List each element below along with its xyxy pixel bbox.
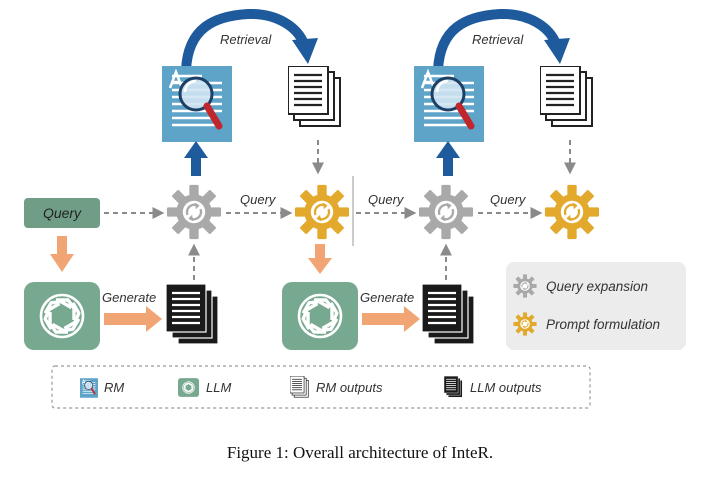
up-arrow-right xyxy=(436,141,460,176)
query-expansion-gear-1 xyxy=(166,184,222,240)
rm-icon-right xyxy=(414,66,484,142)
generate-arrow-right xyxy=(362,306,420,332)
prompt-formulation-legend-label: Prompt formulation xyxy=(546,317,660,332)
rm-outputs-icon-left xyxy=(288,66,342,128)
figure-caption: Figure 1: Overall architecture of InteR. xyxy=(227,443,493,462)
query-box xyxy=(24,198,100,228)
rm-outputs-icon-right xyxy=(540,66,594,128)
bottom-legend-box xyxy=(51,365,591,409)
generate-arrow-left xyxy=(104,306,162,332)
llm-outputs-icon-left xyxy=(166,284,220,346)
retrieval-label-right: Retrieval xyxy=(472,32,524,47)
llm-outputs-icon-right xyxy=(422,284,476,346)
query-edge-label-3: Query xyxy=(490,192,527,207)
retrieval-arc-right xyxy=(433,8,570,75)
prompt-formulation-gear-1 xyxy=(294,184,350,240)
query-box-label: Query xyxy=(43,205,82,221)
legend-llm-label: LLM xyxy=(206,380,231,395)
query-expansion-legend-label: Query expansion xyxy=(546,279,648,294)
legend-llm-outputs-label: LLM outputs xyxy=(470,380,542,395)
orange-down-arrow-right xyxy=(308,244,332,274)
generate-label-right: Generate xyxy=(360,290,414,305)
legend-llm-icon xyxy=(178,378,199,397)
query-expansion-legend-icon xyxy=(513,274,537,298)
generate-label-left: Generate xyxy=(102,290,156,305)
query-edge-label-1: Query xyxy=(240,192,277,207)
llm-icon-left xyxy=(24,282,100,350)
gear-legend-box xyxy=(506,262,686,350)
query-edge-label-2: Query xyxy=(368,192,405,207)
rm-icon-left xyxy=(162,66,232,142)
legend-rm-icon xyxy=(80,378,98,398)
legend-rm-label: RM xyxy=(104,380,124,395)
legend-llm-outputs-icon xyxy=(444,376,463,398)
prompt-formulation-legend-icon xyxy=(513,312,537,336)
retrieval-label-left: Retrieval xyxy=(220,32,272,47)
orange-down-arrow-left xyxy=(50,236,74,272)
retrieval-arc-left xyxy=(181,8,318,75)
llm-icon-right xyxy=(282,282,358,350)
query-expansion-gear-2 xyxy=(418,184,474,240)
legend-rm-outputs-label: RM outputs xyxy=(316,380,383,395)
prompt-formulation-gear-2 xyxy=(544,184,600,240)
up-arrow-left xyxy=(184,141,208,176)
legend-rm-outputs-icon xyxy=(290,376,309,398)
